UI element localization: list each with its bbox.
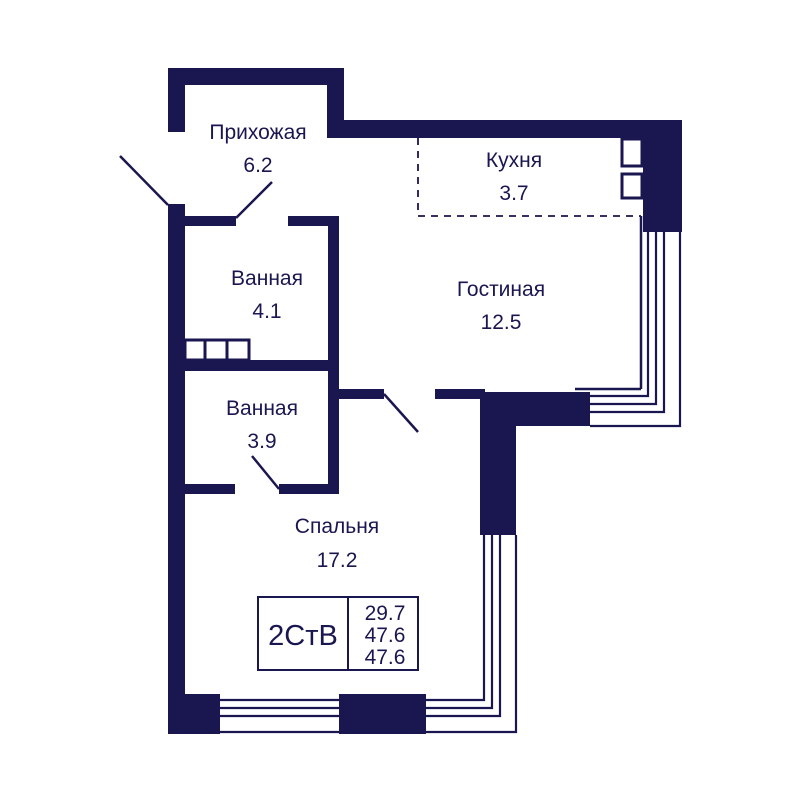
door-bedroom [383,393,419,433]
wall-bath1-top-left [185,216,236,226]
wall-left-main [168,204,185,734]
wall-bath1-top-right [288,216,339,226]
kitchen-fixture-1 [620,137,644,168]
room-area-bathroom-2: 3.9 [247,430,276,453]
room-name-bedroom: Спальня [295,515,379,538]
door-entrance [119,155,169,206]
wall-bath1-bottom [185,360,339,371]
window-living-line-3 [590,232,666,414]
room-labels: Прихожая 6.2 Кухня 3.7 Ванная 4.1 Гостин… [209,121,545,572]
badge-area-total: 47.6 [365,624,406,647]
window-bedroom-line-3 [426,535,502,718]
window-living-line-4 [590,232,682,428]
thin-walls [575,216,643,391]
wall-bottom-left [168,694,220,734]
window-bedroom-line-2 [426,535,494,710]
wall-top-hallway [168,68,344,85]
wall-bath1-right [328,216,339,371]
room-area-living-room: 12.5 [481,311,522,334]
wall-partition-right [435,389,485,399]
wall-bath2-bottom-left [185,484,235,494]
room-name-bathroom-1: Ванная [231,267,303,290]
wall-bath2-bottom-right [279,484,339,494]
wall-bath2-right [328,371,339,494]
room-name-hallway: Прихожая [209,121,306,144]
room-area-kitchen: 3.7 [499,182,528,205]
fixtures [183,137,644,362]
windows [220,232,682,734]
wall-partition-left [339,389,384,399]
room-area-bedroom: 17.2 [317,549,358,572]
room-area-bathroom-1: 4.1 [252,300,281,323]
badge-area-living: 29.7 [365,602,406,625]
badge-apartment-type: 2СтВ [268,620,338,652]
door-bath-1 [235,181,273,219]
bath-fixture [183,338,251,362]
window-living-line-2 [590,232,658,406]
wall-right-kitchen [643,120,682,232]
room-area-hallway: 6.2 [243,154,272,177]
walls [168,68,682,734]
wall-bottom-center [339,694,426,734]
badge-area-total-2: 47.6 [365,646,406,669]
wall-hallway-left-upper [168,68,185,132]
door-bath-2 [251,455,280,490]
window-bedroom-line-1 [426,535,486,702]
window-living-line-1 [590,232,650,398]
kitchen-fixture-2 [620,172,644,200]
window-bedroom-line-4 [426,535,518,734]
room-name-bathroom-2: Ванная [226,397,298,420]
doors [119,155,419,490]
wall-right-pillar [480,392,516,535]
room-name-living-room: Гостиная [457,278,545,301]
wall-top-kitchen [327,120,682,138]
room-name-kitchen: Кухня [486,149,542,172]
badge-frame [257,596,419,671]
apartment-badge: 2СтВ 29.7 47.6 47.6 [257,596,419,671]
kitchen-zone [417,138,641,217]
